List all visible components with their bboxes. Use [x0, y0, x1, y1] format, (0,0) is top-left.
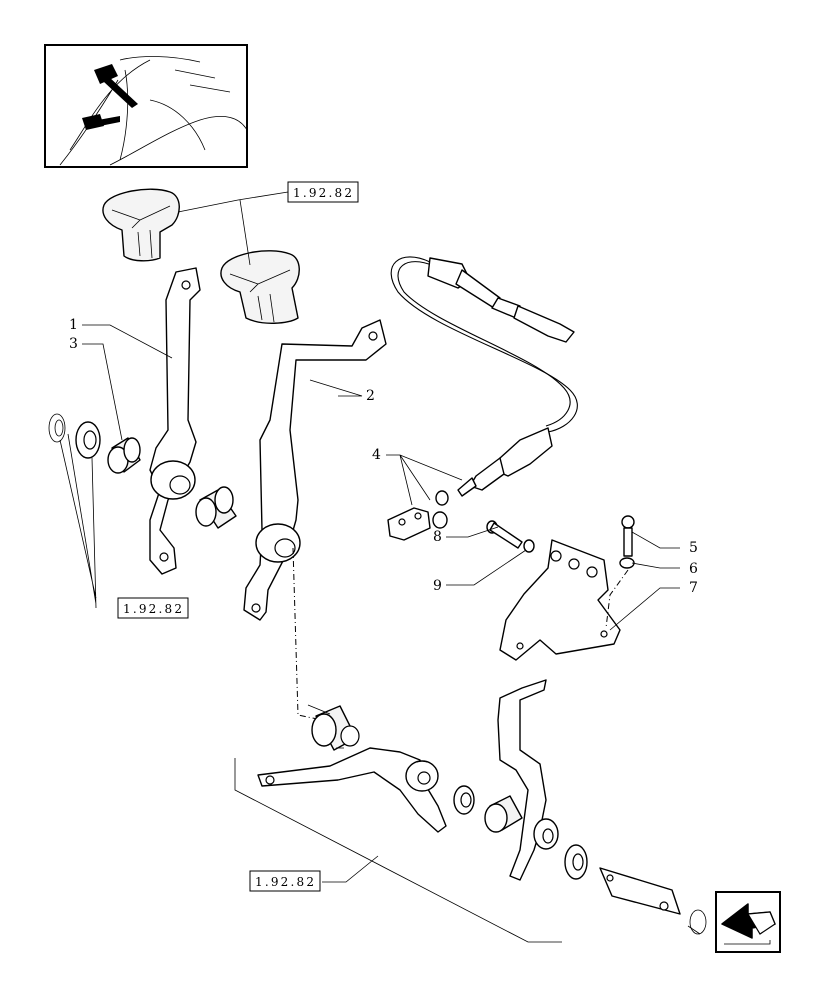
callout-4: 4 — [372, 447, 381, 463]
washer-part-6 — [619, 557, 635, 569]
circlip-left — [48, 413, 66, 443]
washer-left — [75, 421, 101, 459]
screw-part-8 — [486, 520, 523, 549]
washer-part-9 — [523, 539, 535, 553]
svg-text:1.92.82: 1.92.82 — [293, 186, 354, 200]
location-thumbnail — [44, 44, 248, 168]
screw-part-5 — [621, 515, 635, 557]
callout-5: 5 — [689, 540, 698, 556]
callout-1: 1 — [69, 317, 78, 333]
bracket-part-7 — [499, 539, 621, 661]
control-cable — [390, 256, 578, 497]
lever-part-2 — [243, 319, 387, 621]
bush-part-3 — [107, 437, 141, 474]
svg-text:1.92.82: 1.92.82 — [255, 875, 316, 889]
callout-9: 9 — [433, 578, 442, 594]
lower-linkage-assembly — [257, 679, 707, 935]
callout-8: 8 — [433, 529, 442, 545]
lever-knob-lower — [220, 250, 300, 324]
callout-7: 7 — [689, 580, 698, 596]
callout-3: 3 — [69, 336, 78, 352]
lever-part-1 — [149, 267, 201, 575]
svg-text:1.92.82: 1.92.82 — [123, 602, 184, 616]
callout-2: 2 — [366, 388, 375, 404]
fork-part-4 — [387, 490, 449, 541]
reference-box-linkage[interactable]: 1.92.82 — [249, 870, 321, 892]
callout-6: 6 — [689, 561, 698, 577]
reference-box-knobs[interactable]: 1.92.82 — [287, 181, 359, 203]
reference-box-washers[interactable]: 1.92.82 — [117, 597, 189, 619]
bush-middle — [195, 486, 237, 529]
lever-knob-upper — [102, 188, 180, 262]
next-page-arrow-icon[interactable] — [715, 891, 781, 953]
